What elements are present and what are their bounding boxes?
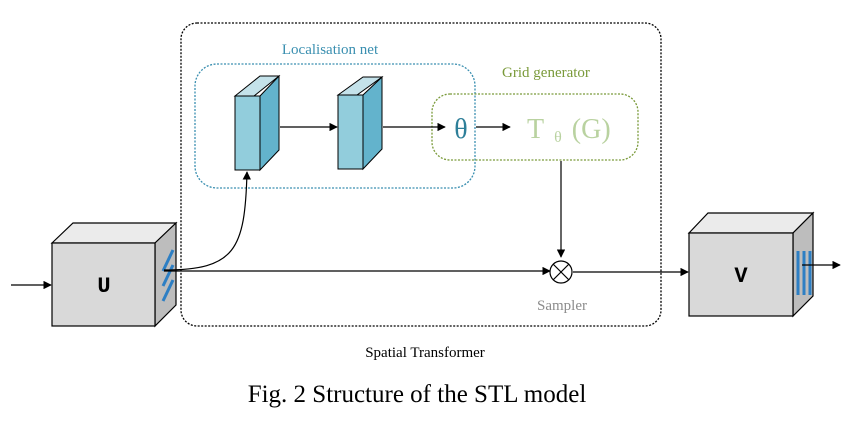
grid-generator-label: Grid generator — [502, 65, 590, 81]
localisation-net-label: Localisation net — [282, 42, 379, 58]
localisation-layer-2 — [336, 75, 384, 171]
input-U-label: U — [97, 274, 110, 299]
figure-caption: Fig. 2 Structure of the STL model — [248, 381, 587, 408]
output-V-label: V — [734, 264, 748, 289]
grid-transform-arg: (G) — [572, 114, 611, 145]
spatial-transformer-label: Spatial Transformer — [365, 345, 485, 361]
sampler-label: Sampler — [537, 298, 587, 314]
grid-transform-subscript: θ — [554, 129, 562, 146]
theta-symbol: θ — [454, 114, 467, 145]
spatial-transformer-box — [180, 22, 662, 327]
sampler-icon — [549, 260, 573, 284]
output-cube-V — [687, 211, 815, 318]
localisation-layer-1 — [233, 74, 281, 172]
arrow-U-to-localisation — [163, 171, 252, 271]
grid-transform-expression: T θ (G) — [527, 114, 611, 146]
input-cube-U — [50, 221, 178, 328]
grid-transform-T: T — [527, 114, 544, 145]
